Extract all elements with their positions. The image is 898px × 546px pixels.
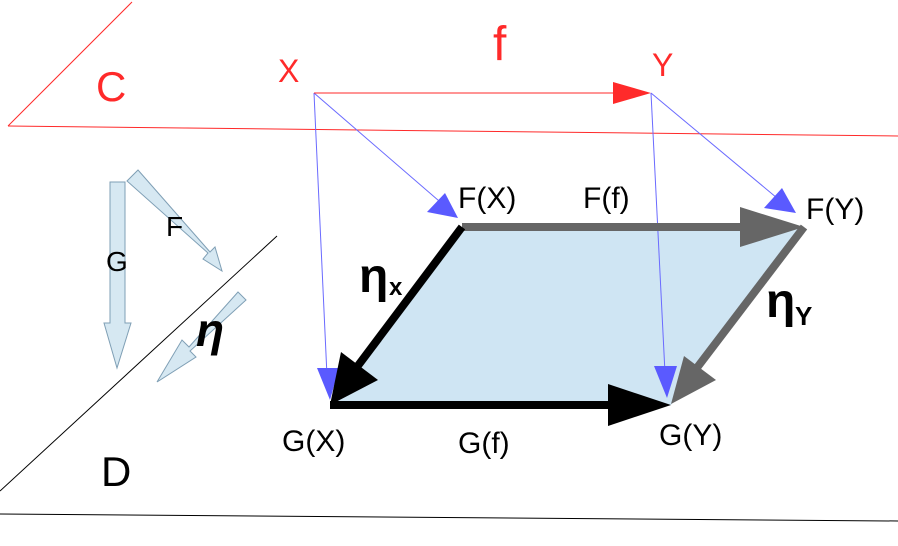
fy-label: F(Y) (806, 193, 864, 226)
category-d-plane (0, 235, 898, 522)
category-c-plane (7, 1, 898, 137)
object-mapping-lines (313, 92, 796, 400)
functor-g-label: G (106, 246, 128, 277)
functor-g-block-arrow (103, 181, 132, 370)
gf-label: G(f) (458, 427, 510, 460)
plane-d-bottom-edge (0, 513, 898, 522)
eta-x-subscript: x (389, 274, 403, 301)
plane-c-left-edge (7, 1, 133, 127)
gx-label: G(X) (282, 425, 345, 458)
eta-y-arrow (671, 224, 808, 404)
morphism-f-arrow (314, 82, 651, 104)
f-arrowhead (613, 82, 651, 104)
ff-arrow (462, 207, 804, 247)
gf-arrowhead (608, 384, 671, 426)
eta-legend-label: η (196, 304, 224, 356)
fx-label: F(X) (458, 182, 516, 215)
map-line-y-to-gy (650, 92, 666, 374)
eta-x-symbol: η (359, 250, 388, 303)
eta-y-arrowhead (671, 356, 716, 404)
eta-y-arrow-shaft (689, 224, 808, 376)
map-line-x-to-gx (313, 92, 328, 377)
category-c-label: C (96, 63, 126, 110)
ff-arrowhead (740, 207, 804, 247)
plane-c-bottom-edge (7, 125, 898, 137)
eta-x-arrowhead (330, 352, 378, 405)
map-arrowhead-x-to-fx (427, 193, 458, 218)
morphism-f-label: f (493, 18, 507, 71)
map-arrowhead-y-to-fy (764, 188, 796, 213)
eta-y-subscript: Y (795, 301, 812, 331)
plane-d-top-edge (0, 235, 278, 492)
eta-y-symbol: η (766, 275, 795, 328)
gy-label: G(Y) (659, 419, 722, 452)
map-line-x-to-fx (313, 92, 447, 208)
functor-legend (103, 169, 247, 383)
object-x-label: X (278, 53, 299, 89)
map-arrowhead-x-to-gx (317, 368, 339, 400)
functor-f-block-arrow (126, 169, 223, 273)
functor-f-label: F (166, 211, 183, 242)
gf-arrow (330, 384, 671, 426)
ff-label: F(f) (583, 182, 630, 215)
map-line-y-to-fy (650, 92, 784, 204)
category-d-label: D (101, 448, 131, 495)
eta-x-arrow-shaft (353, 224, 466, 370)
nat-transformation-block-arrow (156, 291, 247, 383)
eta-x-arrow (330, 224, 466, 405)
object-y-label: Y (652, 47, 673, 83)
map-arrowhead-y-to-gy (654, 366, 677, 398)
